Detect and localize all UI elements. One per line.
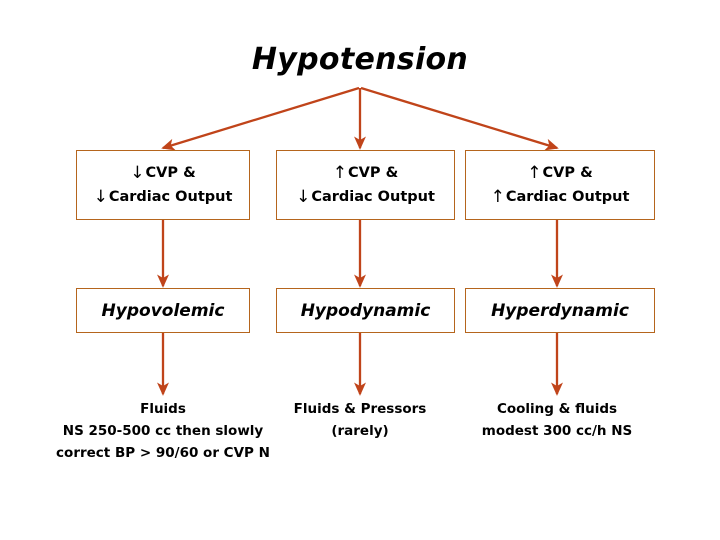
treatment-line: Fluids & Pressors <box>293 401 427 417</box>
hemodynamics-box-hyperdynamic: ↑CVP & ↑Cardiac Output <box>465 150 655 220</box>
hemo-cardiac-output-label: Cardiac Output <box>311 189 435 205</box>
arrow-hemo-to-diagnosis <box>157 220 563 288</box>
treatment-line: NS 250-500 cc then slowly <box>62 422 264 439</box>
treatment-line: correct BP > 90/60 or CVP N <box>56 444 270 461</box>
hemo-cvp-label: CVP & <box>145 164 196 181</box>
down-arrow-icon: ↓ <box>296 187 311 207</box>
hemo-line-cardiac-output: ↑Cardiac Output <box>491 185 630 209</box>
diagnosis-box-hypodynamic: Hypodynamic <box>276 288 455 333</box>
hemo-cardiac-output-label: Cardiac Output <box>108 189 233 205</box>
up-arrow-icon: ↑ <box>332 162 348 183</box>
treatment-line: Cooling & fluids <box>496 401 618 417</box>
down-arrow-icon: ↓ <box>93 187 108 207</box>
down-arrow-icon: ↓ <box>130 162 145 183</box>
hemo-line-cardiac-output: ↓Cardiac Output <box>94 185 233 209</box>
diagnosis-label: Hypovolemic <box>101 300 225 321</box>
hemo-line-cvp: ↓CVP & <box>130 161 195 185</box>
hemodynamics-box-hypodynamic: ↑CVP & ↓Cardiac Output <box>276 150 455 220</box>
hemo-cvp-label: CVP & <box>542 164 593 181</box>
diagnosis-label: Hyperdynamic <box>491 300 629 321</box>
diagnosis-box-hyperdynamic: Hyperdynamic <box>465 288 655 333</box>
up-arrow-icon: ↑ <box>490 187 505 207</box>
treatment-line: Fluids <box>140 401 186 417</box>
diagnosis-box-hypovolemic: Hypovolemic <box>76 288 250 333</box>
arrow-title-to-branches <box>161 86 559 151</box>
treatment-block-hypodynamic: Fluids & Pressors (rarely) <box>260 399 460 443</box>
hemo-line-cardiac-output: ↓Cardiac Output <box>296 185 435 209</box>
arrow-diagnosis-to-treatment <box>157 333 563 396</box>
treatment-line: modest 300 cc/h NS <box>481 422 633 439</box>
treatment-block-hyperdynamic: Cooling & fluids modest 300 cc/h NS <box>457 399 657 443</box>
page-title: Hypotension <box>251 42 469 77</box>
treatment-line: (rarely) <box>331 422 389 439</box>
hemo-line-cvp: ↑CVP & <box>527 161 592 185</box>
hemo-cvp-label: CVP & <box>348 164 399 181</box>
hemodynamics-box-hypovolemic: ↓CVP & ↓Cardiac Output <box>76 150 250 220</box>
diagnosis-label: Hypodynamic <box>300 300 431 321</box>
hemo-cardiac-output-label: Cardiac Output <box>505 189 630 205</box>
treatment-block-hypovolemic: Fluids NS 250-500 cc then slowly correct… <box>23 399 303 465</box>
up-arrow-icon: ↑ <box>527 162 542 183</box>
hemo-line-cvp: ↑CVP & <box>333 161 398 185</box>
